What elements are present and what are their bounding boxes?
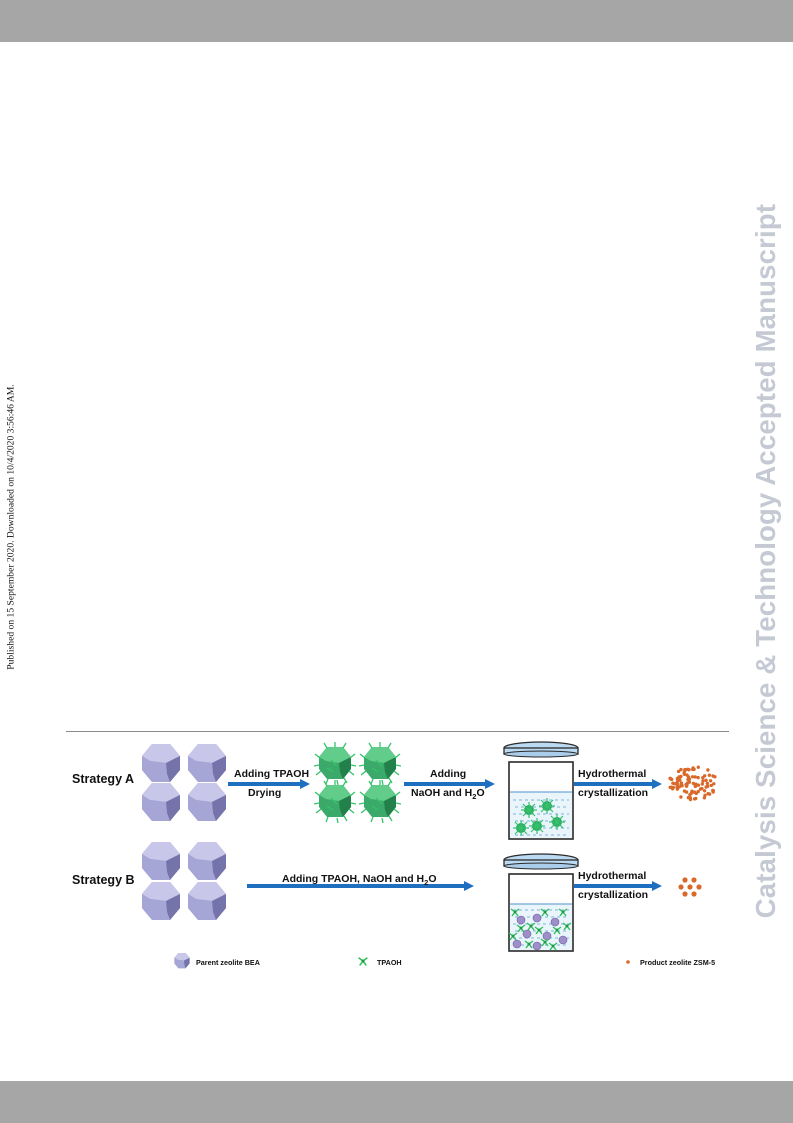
legend-tpaoh-label: TPAOH: [377, 958, 402, 967]
product-particle: [705, 781, 710, 786]
product-particle: [689, 791, 694, 795]
product-particle: [685, 783, 689, 787]
product-particle: [703, 774, 707, 778]
product-cluster-a: [668, 765, 717, 802]
product-particle: [668, 776, 672, 780]
product-particle: [668, 785, 672, 789]
product-particle: [704, 785, 708, 789]
product-particle: [677, 775, 681, 779]
step-b2-line1: Hydrothermal: [578, 870, 646, 882]
step-a3-line1: Hydrothermal: [578, 768, 646, 780]
legend-product-icon: [626, 960, 630, 964]
product-particle: [704, 778, 708, 782]
figure-top-rule: [66, 731, 729, 732]
product-particle: [688, 797, 693, 802]
product-particle: [675, 781, 679, 785]
product-particle: [690, 775, 695, 779]
bottom-band: [0, 1081, 793, 1123]
strategy-a-label: Strategy A: [72, 772, 134, 786]
product-particle: [711, 788, 715, 793]
product-particle: [711, 774, 715, 778]
legend-product-label: Product zeolite ZSM-5: [640, 958, 715, 967]
step-a2-line1: Adding: [430, 768, 466, 780]
product-particle: [692, 790, 697, 794]
reactor-a: [503, 741, 579, 840]
parent-crystals-a: [142, 744, 226, 821]
product-particle: [698, 787, 703, 791]
product-particle: [679, 767, 683, 772]
product-particle: [708, 779, 713, 783]
step-b2-line2: crystallization: [578, 889, 648, 901]
step-a1-line1: Adding TPAOH: [234, 768, 309, 780]
product-particle: [682, 772, 687, 776]
product-particle: [696, 765, 700, 769]
product-particle: [696, 783, 701, 787]
step-a1-line2: Drying: [248, 787, 281, 799]
product-particle: [709, 783, 713, 788]
tpaoh-coated-crystals: [313, 741, 402, 824]
product-particle: [671, 781, 675, 785]
product-particle: [685, 773, 689, 777]
product-particle: [687, 768, 691, 772]
product-particle: [694, 796, 698, 801]
step-a3-line2: crystallization: [578, 787, 648, 799]
parent-crystals-b: [142, 842, 226, 920]
legend-parent-label: Parent zeolite BEA: [196, 958, 260, 967]
product-particle: [700, 782, 704, 786]
strategy-b-label: Strategy B: [72, 873, 135, 887]
product-particle: [702, 789, 707, 793]
legend-tpaoh-icon: [357, 956, 369, 967]
product-particle: [679, 782, 684, 787]
product-particle: [693, 775, 697, 779]
product-particle: [712, 782, 716, 786]
product-particle: [683, 767, 687, 772]
product-particle: [686, 777, 690, 782]
product-particle: [707, 792, 712, 796]
step-a2-line2: NaOH and H2O: [411, 787, 485, 801]
product-particle: [696, 775, 700, 780]
product-cluster-b: [678, 877, 702, 897]
legend-parent-icon: [174, 953, 190, 969]
product-particle: [696, 789, 700, 794]
product-particle: [684, 790, 689, 794]
product-particle: [703, 793, 707, 797]
step-b1-label: Adding TPAOH, NaOH and H2O: [282, 873, 436, 887]
product-particle: [679, 795, 683, 799]
reactor-b: [503, 853, 579, 952]
top-band: [0, 0, 793, 42]
product-particle: [677, 785, 681, 789]
product-particle: [691, 766, 695, 770]
product-particle: [701, 779, 705, 783]
product-particle: [707, 773, 712, 777]
product-particle: [706, 768, 710, 772]
product-particle: [691, 781, 696, 786]
product-particle: [671, 785, 675, 790]
product-particle: [676, 769, 681, 774]
